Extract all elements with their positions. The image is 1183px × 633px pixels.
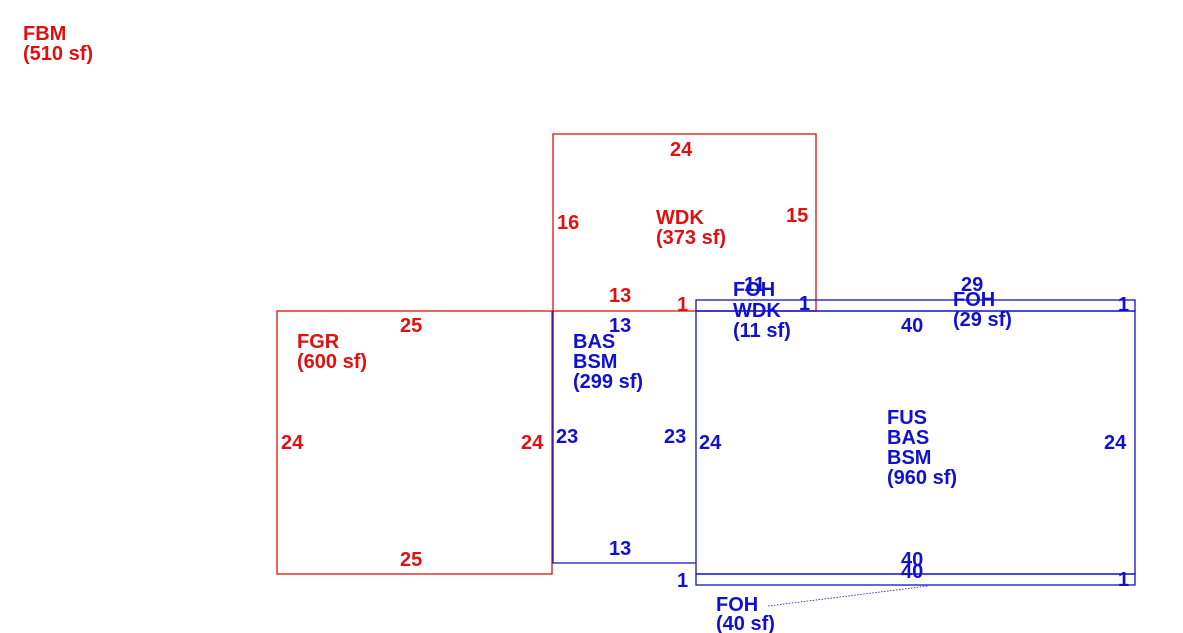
foh-bottom-dim-right: 1 [1118,569,1129,591]
fus-area: (960 sf) [887,467,957,489]
bas-code: BAS [573,331,615,353]
fus-code1: FUS [887,407,927,429]
fgr-dim-left: 24 [281,432,304,454]
foh-wdk-dim-top: 11 [744,274,765,296]
fus-code2: BAS [887,427,929,449]
fgr-code: FGR [297,331,340,353]
foh-top-area: (29 sf) [953,309,1012,331]
fgr-area: (600 sf) [297,351,367,373]
bas-dim-left: 23 [556,426,578,448]
foh-bottom-dim-bottom: 40 [901,561,923,583]
wdk-dim-top: 24 [670,139,693,161]
wdk-code: WDK [656,207,704,229]
foh-wdk-dim-right: 1 [799,293,810,315]
foh-bottom-leader [767,585,929,607]
bas-bsm-outline [552,311,696,564]
fus-dim-top: 40 [901,315,923,337]
foh-bottom-strip [695,573,1136,586]
foh-wdk-area: (11 sf) [733,320,791,342]
fbm-area: (510 sf) [23,43,93,65]
bas-dim-right: 23 [664,426,686,448]
bsm-code: BSM [573,351,617,373]
foh-top-dim-right: 1 [1118,294,1129,316]
foh-top-strip [695,299,1136,312]
wdk-outline [552,133,817,312]
foh-bottom-area: (40 sf) [716,613,775,633]
foh-bottom-code: FOH [716,594,758,616]
foh-wdk-code1: FOH [733,279,775,301]
foh-top-code: FOH [953,289,995,311]
wdk-dim-step: 1 [677,294,688,316]
bas-bsm-area: (299 sf) [573,371,643,393]
wdk-area: (373 sf) [656,227,726,249]
fus-dim-right: 24 [1104,432,1127,454]
wdk-dim-right: 15 [786,205,808,227]
bas-dim-top: 13 [609,315,631,337]
foh-bottom-dim-top: 40 [901,549,923,571]
fgr-dim-top: 25 [400,315,422,337]
fbm-code: FBM [23,23,66,45]
bas-dim-bottom: 13 [609,538,631,560]
fus-dim-left: 24 [699,432,722,454]
fgr-dim-bottom: 25 [400,549,422,571]
fus-code3: BSM [887,447,931,469]
fgr-outline [276,310,553,575]
wdk-dim-bottom: 13 [609,285,631,307]
foh-wdk-code2: WDK [733,300,781,322]
fgr-dim-right: 24 [521,432,544,454]
foh-top-dim-top: 29 [961,274,983,296]
wdk-dim-left: 16 [557,212,579,234]
foh-bottom-dim-left: 1 [677,570,688,592]
